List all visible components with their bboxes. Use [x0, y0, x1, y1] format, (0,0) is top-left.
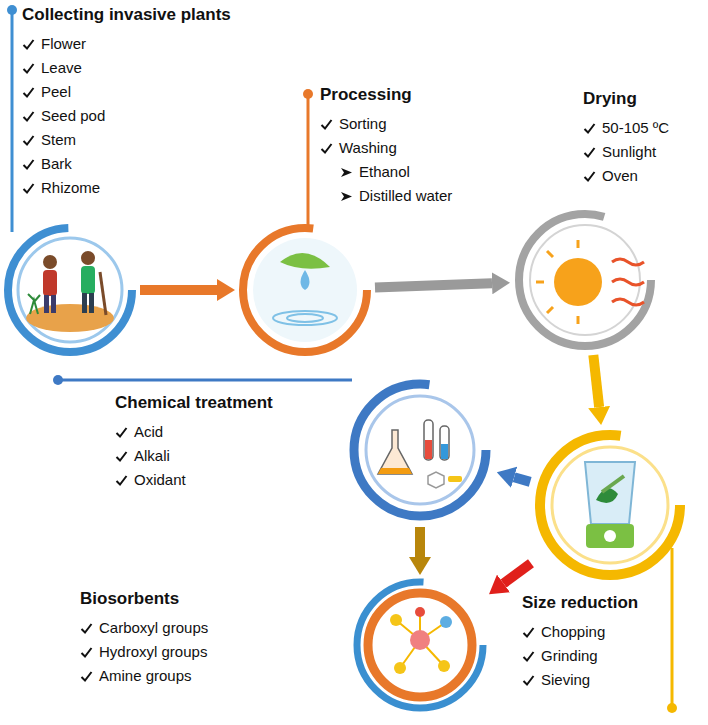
stage-text: Chemical treatmentAcidAlkaliOxidant: [115, 392, 273, 492]
item-text: Acid: [134, 422, 163, 442]
biosorbent-stage: BiosorbentsCarboxyl groupsHydroxyl group…: [355, 580, 485, 710]
check-mark: [320, 142, 333, 155]
list-item: Bark: [22, 152, 231, 176]
item-text: Ethanol: [359, 162, 410, 182]
list-item: Sunlight: [583, 140, 669, 164]
stage-heading: Processing: [320, 84, 452, 112]
list-item: Seed pod: [22, 104, 231, 128]
check-mark: [80, 670, 93, 683]
list-item: Alkali: [115, 444, 273, 468]
list-item: Flower: [22, 32, 231, 56]
item-text: Leave: [41, 58, 82, 78]
check-mark: [583, 170, 596, 183]
flow-arrow: [140, 285, 217, 295]
arrow-bullet: [340, 166, 353, 179]
stage-heading: Chemical treatment: [115, 392, 273, 420]
list-item: Rhizome: [22, 176, 231, 200]
collect-stage: Collecting invasive plantsFlowerLeavePee…: [5, 225, 135, 355]
check-mark: [583, 122, 596, 135]
list-item: Oxidant: [115, 468, 273, 492]
item-text: Alkali: [134, 446, 170, 466]
list-item: Sorting: [320, 112, 452, 136]
list-item: Hydroxyl groups: [80, 640, 208, 664]
item-text: Sunlight: [602, 142, 656, 162]
size-stage: Size reductionChoppingGrindingSieving: [535, 430, 685, 580]
item-text: Peel: [41, 82, 71, 102]
list-item: Ethanol: [320, 160, 452, 184]
item-text: Flower: [41, 34, 86, 54]
flow-arrow: [504, 563, 531, 583]
arrow-bullet: [340, 190, 353, 203]
check-mark: [583, 146, 596, 159]
check-mark: [115, 474, 128, 487]
list-item: 50-105 ºC: [583, 116, 669, 140]
item-text: Bark: [41, 154, 72, 174]
check-mark: [22, 62, 35, 75]
list-item: Washing: [320, 136, 452, 160]
item-text: Amine groups: [99, 666, 192, 686]
stage-text: Collecting invasive plantsFlowerLeavePee…: [22, 4, 231, 200]
item-text: Sieving: [541, 670, 590, 690]
list-item: Leave: [22, 56, 231, 80]
check-mark: [22, 158, 35, 171]
check-mark: [320, 118, 333, 131]
flow-arrow: [375, 283, 492, 287]
check-mark: [522, 626, 535, 639]
item-text: Distilled water: [359, 186, 452, 206]
stage-text: ProcessingSortingWashingEthanolDistilled…: [320, 84, 452, 208]
flow-arrow: [593, 355, 599, 407]
process-stage: ProcessingSortingWashingEthanolDistilled…: [240, 225, 370, 355]
check-mark: [22, 182, 35, 195]
item-text: Oxidant: [134, 470, 186, 490]
dry-stage: Drying50-105 ºCSunlightOven: [515, 210, 655, 350]
check-mark: [115, 450, 128, 463]
item-text: Hydroxyl groups: [99, 642, 207, 662]
flow-arrow: [415, 527, 425, 557]
stage-heading: Collecting invasive plants: [22, 4, 231, 32]
stage-text: BiosorbentsCarboxyl groupsHydroxyl group…: [80, 588, 208, 688]
check-mark: [80, 646, 93, 659]
list-item: Stem: [22, 128, 231, 152]
check-mark: [522, 674, 535, 687]
list-item: Acid: [115, 420, 273, 444]
list-item: Grinding: [522, 644, 638, 668]
item-text: Stem: [41, 130, 76, 150]
check-mark: [22, 86, 35, 99]
item-text: 50-105 ºC: [602, 118, 669, 138]
item-text: Seed pod: [41, 106, 105, 126]
check-mark: [80, 622, 93, 635]
list-item: Carboxyl groups: [80, 616, 208, 640]
item-text: Sorting: [339, 114, 387, 134]
check-mark: [22, 110, 35, 123]
stage-heading: Drying: [583, 88, 669, 116]
item-text: Chopping: [541, 622, 605, 642]
stage-text: Drying50-105 ºC SunlightOven: [583, 88, 669, 188]
list-item: Distilled water: [320, 184, 452, 208]
item-text: Oven: [602, 166, 638, 186]
item-text: Carboxyl groups: [99, 618, 208, 638]
list-item: Oven: [583, 164, 669, 188]
item-text: Washing: [339, 138, 397, 158]
stage-text: Size reductionChoppingGrindingSieving: [522, 592, 638, 692]
stage-heading: Biosorbents: [80, 588, 208, 616]
check-mark: [22, 134, 35, 147]
stage-heading: Size reduction: [522, 592, 638, 620]
list-item: Sieving: [522, 668, 638, 692]
list-item: Chopping: [522, 620, 638, 644]
item-text: Grinding: [541, 646, 598, 666]
check-mark: [22, 38, 35, 51]
check-mark: [115, 426, 128, 439]
chemical-stage: Chemical treatmentAcidAlkaliOxidant: [348, 378, 492, 522]
item-text: Rhizome: [41, 178, 100, 198]
list-item: Amine groups: [80, 664, 208, 688]
flow-arrow: [514, 477, 530, 482]
check-mark: [522, 650, 535, 663]
list-item: Peel: [22, 80, 231, 104]
